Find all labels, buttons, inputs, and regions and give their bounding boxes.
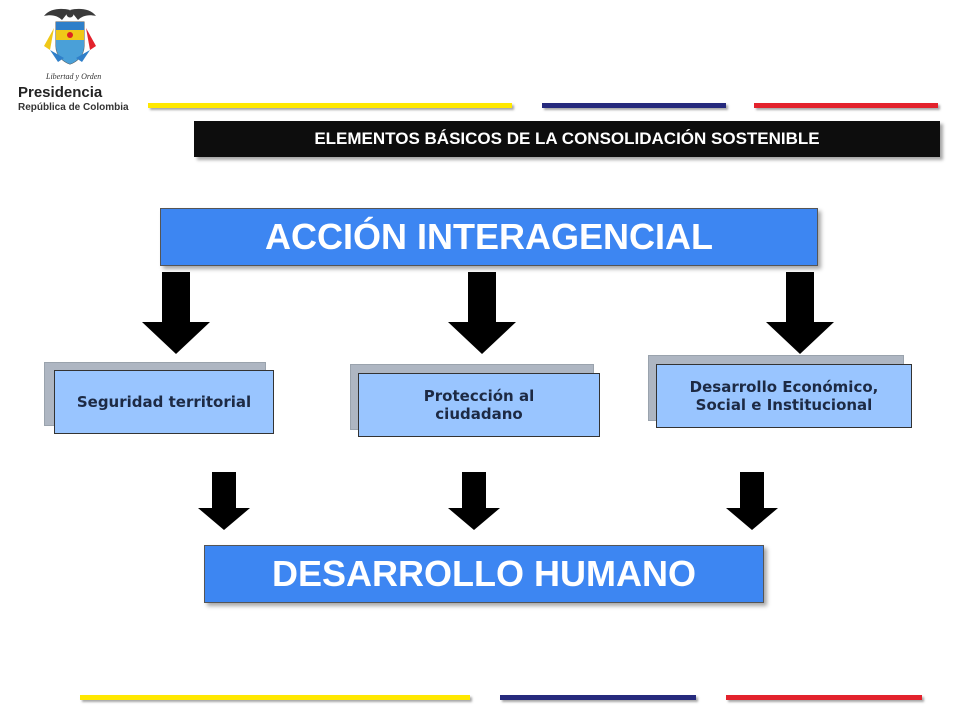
arrow-down-icon xyxy=(766,272,834,354)
pillar-proteccion-ciudadano: Protección al ciudadano xyxy=(358,373,600,437)
arrow-down-icon xyxy=(726,472,778,530)
logo-country: República de Colombia xyxy=(18,102,129,113)
logo-name: Presidencia xyxy=(18,84,103,101)
bottom-rule-navy xyxy=(500,695,696,700)
arrow-down-icon xyxy=(142,272,210,354)
bottom-rule-red xyxy=(726,695,922,700)
pillar-label: Protección al ciudadano xyxy=(423,387,535,423)
top-rule-navy xyxy=(542,103,726,108)
presidencia-logo: Libertad y Orden Presidencia República d… xyxy=(10,6,150,116)
arrow-down-icon xyxy=(198,472,250,530)
arrow-down-icon xyxy=(448,472,500,530)
page-title: ELEMENTOS BÁSICOS DE LA CONSOLIDACIÓN SO… xyxy=(194,121,940,157)
coat-of-arms-icon xyxy=(44,8,96,65)
logo-motto: Libertad y Orden xyxy=(46,72,102,81)
bottom-rule-yellow xyxy=(80,695,470,700)
top-rule-yellow xyxy=(148,103,512,108)
pillar-seguridad-territorial: Seguridad territorial xyxy=(54,370,274,434)
pillar-desarrollo-economico: Desarrollo Económico, Social e Instituci… xyxy=(656,364,912,428)
top-rule-red xyxy=(754,103,938,108)
top-box-accion-interagencial: ACCIÓN INTERAGENCIAL xyxy=(160,208,818,266)
pillar-label: Desarrollo Económico, Social e Instituci… xyxy=(689,378,879,414)
pillar-label: Seguridad territorial xyxy=(76,393,252,411)
arrow-down-icon xyxy=(448,272,516,354)
bottom-box-desarrollo-humano: DESARROLLO HUMANO xyxy=(204,545,764,603)
